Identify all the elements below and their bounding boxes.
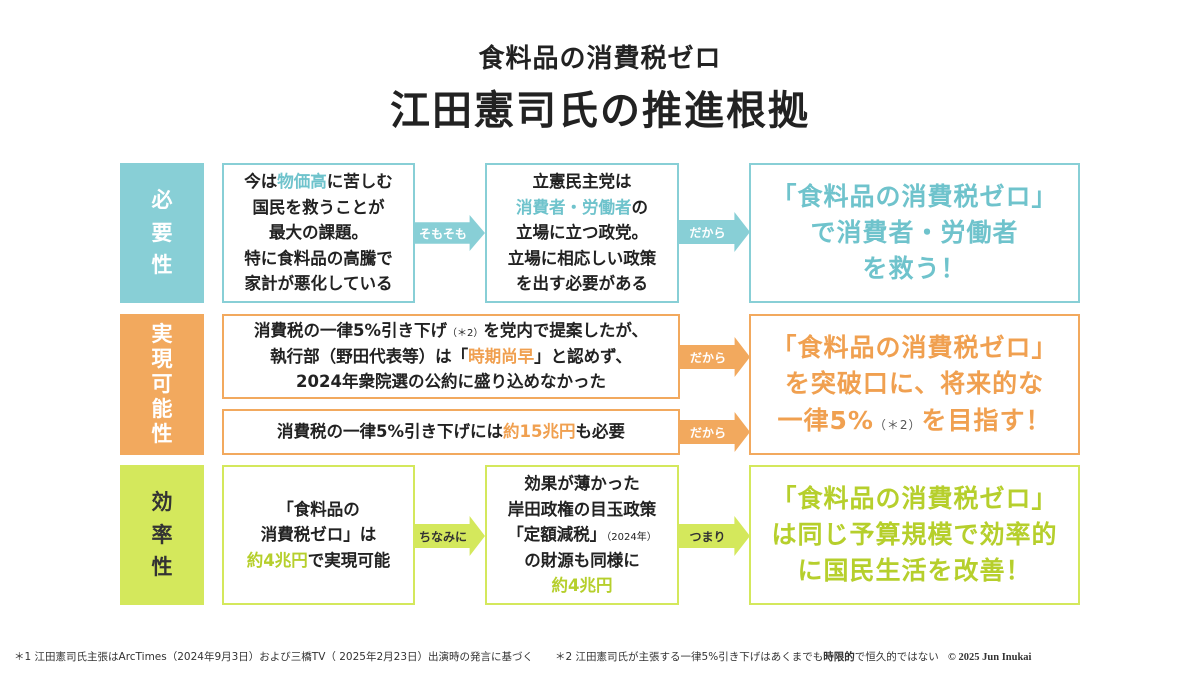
arrow-right-icon: そもそも	[415, 215, 485, 251]
arrow-right-icon: だから	[679, 212, 750, 252]
feasibility-result: 「食料品の消費税ゼロ」 を突破口に、将来的な 一律5%（＊2）を目指す！	[749, 314, 1080, 455]
arrow-right-icon: だから	[680, 337, 750, 377]
efficiency-result: 「食料品の消費税ゼロ」 は同じ予算規模で効率的 に国民生活を改善！	[749, 465, 1080, 605]
necessity-box-1: 今は物価高に苦しむ 国民を救うことが 最大の課題。 特に食料品の高騰で 家計が悪…	[222, 163, 415, 303]
label-feasibility: 実 現 可 能 性	[120, 314, 204, 455]
feasibility-box-1: 消費税の一律5%引き下げ（＊2）を党内で提案したが、 執行部（野田代表等）は「時…	[222, 314, 680, 399]
footer-notes: ＊1 江田憲司氏主張はArcTimes（2024年9月3日）および三橋TV（ 2…	[14, 649, 1194, 664]
footnote-2: ＊2 江田憲司氏が主張する一律5%引き下げはあくまでも時限的で恒久的ではない	[555, 651, 939, 663]
copyright: © 2025 Jun Inukai	[948, 652, 1032, 663]
necessity-result: 「食料品の消費税ゼロ」 で消費者・労働者 を救う！	[749, 163, 1080, 303]
arrow-right-icon: つまり	[679, 516, 750, 556]
arrow-right-icon: だから	[680, 412, 750, 452]
title-line1: 食料品の消費税ゼロ	[478, 44, 722, 74]
efficiency-box-1: 「食料品の 消費税ゼロ」は 約4兆円で実現可能	[222, 465, 415, 605]
footnote-1: ＊1 江田憲司氏主張はArcTimes（2024年9月3日）および三橋TV（ 2…	[14, 651, 534, 663]
label-efficiency: 効 率 性	[120, 465, 204, 605]
feasibility-box-2: 消費税の一律5%引き下げには約15兆円も必要	[222, 409, 680, 455]
necessity-box-2: 立憲民主党は 消費者・労働者の 立場に立つ政党。 立場に相応しい政策 を出す必要…	[485, 163, 679, 303]
arrow-right-icon: ちなみに	[415, 516, 485, 556]
title-line2: 江田憲司氏の推進根拠	[390, 88, 810, 134]
label-necessity: 必 要 性	[120, 163, 204, 303]
efficiency-box-2: 効果が薄かった 岸田政権の目玉政策 「定額減税」（2024年） の財源も同様に …	[485, 465, 679, 605]
